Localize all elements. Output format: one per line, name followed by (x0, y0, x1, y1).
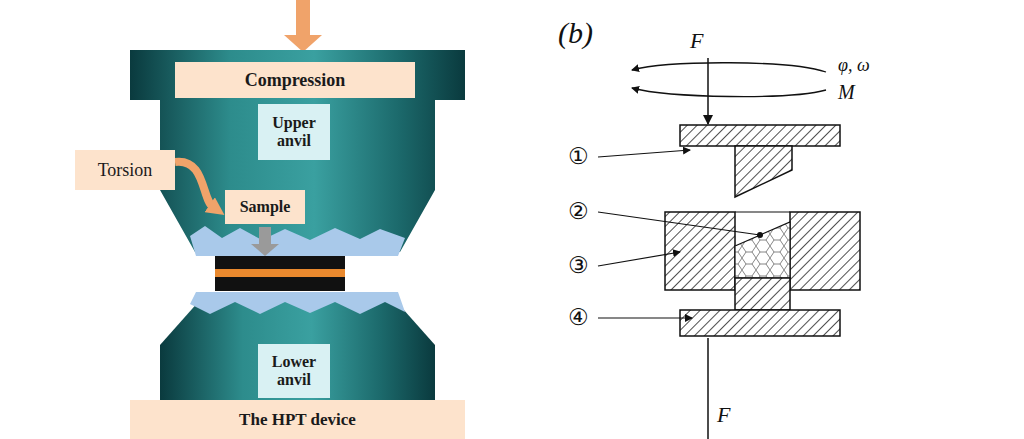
label-box: Upper anvil (258, 104, 330, 160)
label-box: Lower anvil (258, 344, 330, 398)
callout-number: ② (568, 200, 589, 223)
lower-punch (680, 310, 840, 336)
force-label: F (717, 404, 730, 426)
callout-number: ③ (568, 254, 589, 277)
sample-layer (215, 256, 345, 269)
node-text: The HPT device (239, 410, 356, 430)
compression-arrow (296, 0, 310, 36)
sample-layer (215, 277, 345, 291)
callout-number: ④ (568, 306, 589, 329)
figure-letter: (b) (558, 18, 593, 48)
rotation-arc (632, 88, 826, 97)
container-edge (735, 211, 790, 212)
upper-anvil-body (130, 50, 465, 252)
container-wall (665, 212, 735, 290)
leader-line (598, 150, 690, 157)
lower-anvil-tip (190, 292, 405, 314)
leader-line (598, 317, 692, 318)
compression-arrowhead (284, 35, 322, 52)
label-box: Torsion (75, 150, 175, 190)
upper-anvil-tip (190, 226, 405, 256)
rotation-arc (632, 63, 826, 72)
node-text: Torsion (98, 160, 153, 181)
callout-number: ① (568, 145, 589, 168)
leader-line (598, 212, 760, 235)
sample-grains (735, 222, 790, 278)
force-line (707, 338, 709, 439)
sample-arrow (259, 227, 271, 245)
label-box: Sample (225, 190, 305, 224)
torsion-arrow (175, 162, 213, 207)
node-text: Sample (240, 198, 291, 216)
footer-bar: The HPT device (130, 400, 465, 439)
node-text: Upper anvil (263, 114, 325, 151)
lower-punch-tip (735, 278, 790, 310)
force-label: F (690, 30, 703, 52)
label-box: Compression (175, 62, 415, 98)
node-text: Compression (245, 70, 346, 91)
sample-arrowhead (251, 244, 279, 256)
upper-punch-tip (735, 146, 792, 197)
rotation-label: φ, ω (838, 56, 870, 74)
node-text: Lower anvil (263, 353, 325, 390)
leader-dot (757, 232, 763, 238)
sample-layer (215, 269, 345, 277)
leader-line (598, 252, 680, 266)
container-wall (790, 212, 860, 290)
lower-anvil-body (160, 300, 435, 400)
moment-label: M (838, 82, 855, 102)
force-line (707, 58, 709, 124)
upper-punch (680, 125, 840, 146)
